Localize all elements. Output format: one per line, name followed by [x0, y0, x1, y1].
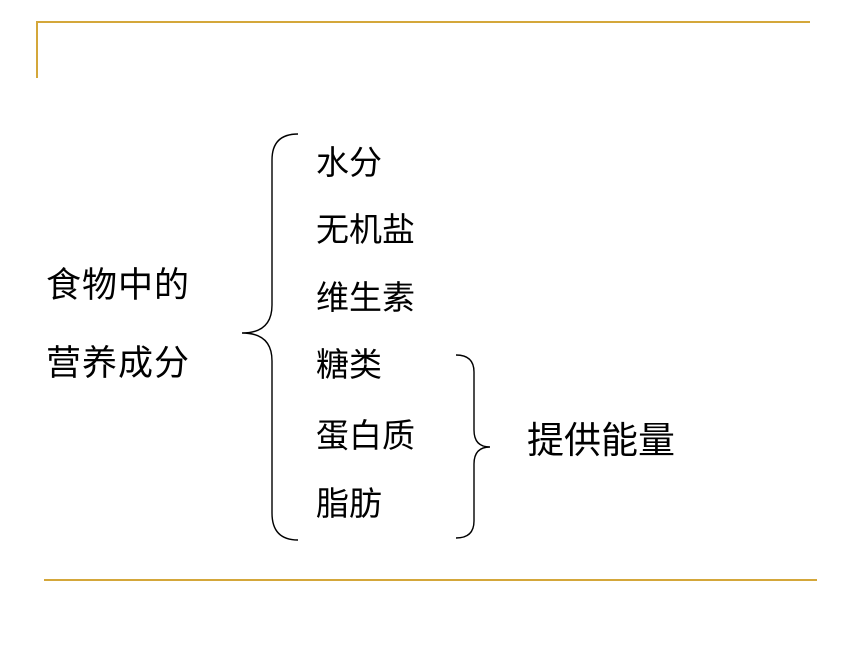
title-line-2: 营养成分: [46, 344, 191, 384]
energy-label: 提供能量: [527, 419, 675, 462]
nutrient-item-protein: 蛋白质: [316, 416, 415, 455]
right-curly-brace: [455, 354, 491, 539]
top-divider-line: [37, 21, 810, 23]
nutrient-item-vitamins: 维生素: [316, 278, 415, 317]
title-line-1: 食物中的: [46, 266, 191, 306]
left-corner-line: [36, 21, 38, 78]
bottom-divider-line: [44, 579, 817, 581]
nutrient-item-carbohydrates: 糖类: [316, 345, 382, 384]
nutrient-item-minerals: 无机盐: [316, 210, 415, 249]
left-curly-brace: [241, 133, 299, 541]
nutrient-item-fat: 脂肪: [316, 484, 382, 523]
nutrient-item-water: 水分: [316, 143, 382, 182]
